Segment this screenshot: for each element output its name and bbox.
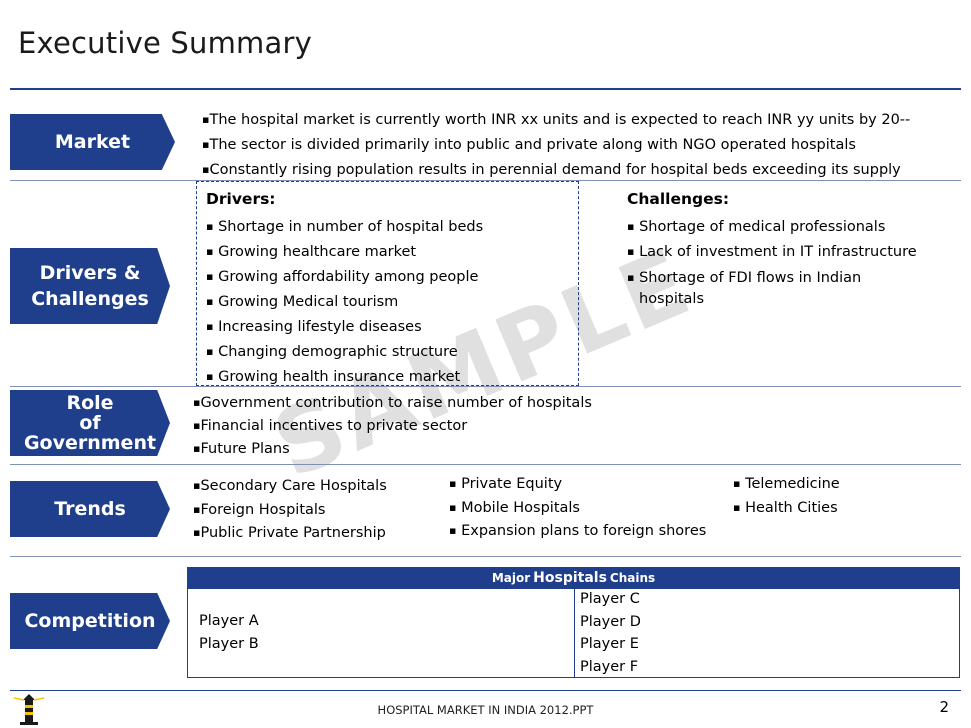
competition-left-column: Player A Player B — [199, 610, 259, 655]
trends-col2: ▪ Private Equity ▪ Mobile Hospitals ▪ Ex… — [449, 473, 706, 544]
player-cell: Player F — [580, 658, 639, 675]
drivers-list: ▪ Shortage in number of hospital beds ▪ … — [206, 215, 483, 390]
trend-item: ▪Secondary Care Hospitals — [193, 478, 387, 494]
market-item: ▪The hospital market is currently worth … — [202, 112, 911, 128]
trend-item: ▪ Telemedicine — [733, 476, 840, 492]
challenges-heading: Challenges: — [627, 190, 730, 208]
player-cell: Player A — [199, 613, 259, 629]
challenge-item: ▪ Shortage of medical professionals — [627, 219, 886, 235]
government-label-line1: Role — [66, 392, 114, 414]
drivers-challenges-arrow-label: Drivers & Challenges — [10, 248, 170, 324]
player-cell: Player E — [580, 636, 639, 652]
competition-label: Competition — [24, 610, 156, 632]
market-list: ▪The hospital market is currently worth … — [202, 108, 910, 183]
challenge-item: ▪ Shortage of FDI flows in Indian — [627, 270, 862, 286]
challenge-item: ▪ Lack of investment in IT infrastructur… — [627, 244, 917, 260]
challenges-label: Challenges — [31, 288, 149, 310]
driver-item: ▪ Changing demographic structure — [206, 344, 458, 360]
footer-text: HOSPITAL MARKET IN INDIA 2012.PPT — [377, 703, 594, 717]
government-item: ▪Future Plans — [193, 441, 290, 457]
challenges-list: ▪ Shortage of medical professionals ▪ La… — [627, 215, 917, 309]
government-item: ▪Financial incentives to private sector — [193, 418, 468, 434]
player-cell: Player D — [580, 613, 641, 630]
driver-item: ▪ Growing affordability among people — [206, 269, 479, 285]
challenge-item: hospitals — [639, 291, 705, 307]
competition-right-column: Player C Player D Player E Player F — [580, 588, 641, 678]
drivers-label: Drivers & — [39, 262, 141, 284]
driver-item: ▪ Increasing lifestyle diseases — [206, 319, 422, 335]
competition-table: Player A Player B Player C Player D Play… — [187, 588, 960, 678]
trend-item: ▪Public Private Partnership — [193, 525, 386, 541]
trends-col1: ▪Secondary Care Hospitals ▪Foreign Hospi… — [193, 475, 387, 546]
market-arrow-label: Market — [10, 114, 175, 170]
player-cell: Player B — [199, 635, 259, 652]
driver-item: ▪ Shortage in number of hospital beds — [206, 219, 484, 235]
lighthouse-logo-icon — [14, 694, 44, 725]
divider — [10, 386, 961, 387]
table-column-divider — [574, 589, 575, 677]
driver-item: ▪ Growing health insurance market — [206, 369, 461, 385]
government-label-line2: of — [79, 412, 101, 434]
title-rule — [10, 88, 961, 90]
trend-item: ▪Foreign Hospitals — [193, 501, 326, 518]
trend-item: ▪ Health Cities — [733, 499, 838, 516]
trends-arrow-label: Trends — [10, 481, 170, 537]
government-label-line3: Government — [23, 432, 157, 454]
driver-item: ▪ Growing healthcare market — [206, 244, 417, 260]
trends-label: Trends — [54, 498, 126, 520]
government-arrow-label: Role of Government — [10, 390, 170, 456]
page-number: 2 — [939, 698, 949, 716]
divider — [10, 556, 961, 557]
drivers-box — [196, 181, 579, 386]
footer-rule — [10, 690, 961, 691]
trend-item: ▪ Expansion plans to foreign shores — [449, 523, 707, 539]
market-item: ▪The sector is divided primarily into pu… — [202, 137, 856, 153]
trend-item: ▪ Private Equity — [449, 476, 563, 492]
player-cell: Player C — [580, 591, 640, 607]
driver-item: ▪ Growing Medical tourism — [206, 294, 399, 310]
competition-arrow-label: Competition — [10, 593, 170, 649]
trend-item: ▪ Mobile Hospitals — [449, 499, 580, 516]
divider — [10, 180, 961, 181]
market-item: ▪Constantly rising population results in… — [202, 162, 901, 178]
government-item: ▪Government contribution to raise number… — [193, 395, 592, 411]
market-label: Market — [54, 131, 131, 153]
drivers-heading: Drivers: — [206, 190, 276, 208]
government-list: ▪Government contribution to raise number… — [193, 392, 592, 461]
page-title: Executive Summary — [18, 26, 312, 60]
divider — [10, 464, 961, 465]
trends-col3: ▪ Telemedicine ▪ Health Cities — [733, 473, 840, 520]
competition-table-header: Major Hospitals Chains — [187, 567, 960, 588]
